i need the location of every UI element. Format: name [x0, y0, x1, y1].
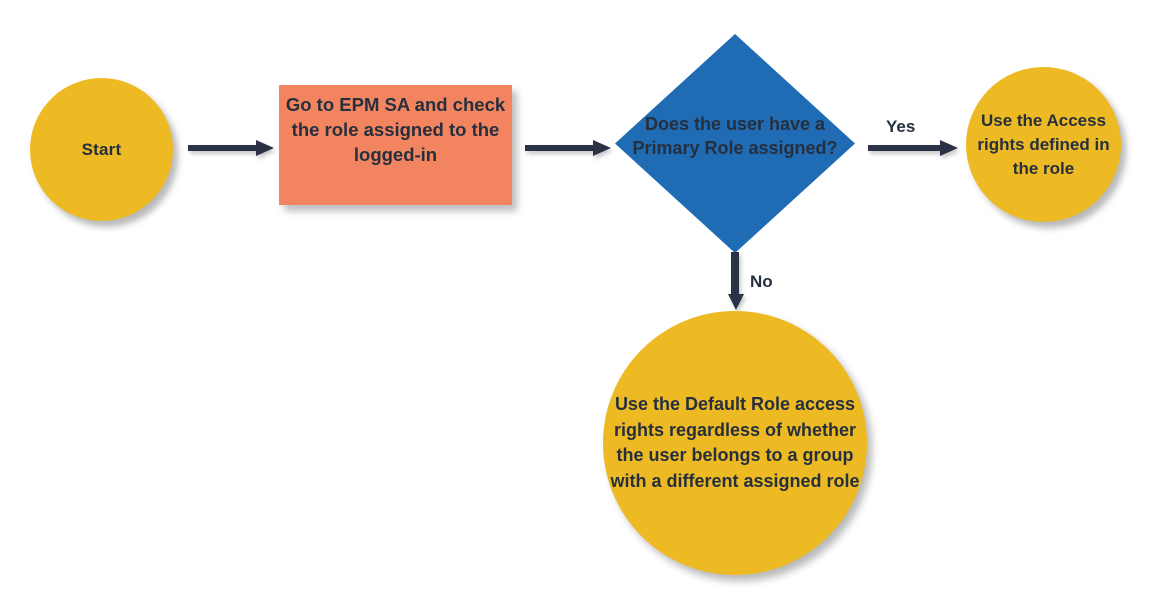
flow-node-process[interactable]: Go to EPM SA and check the role assigned…: [279, 85, 512, 205]
flow-node-no-outcome-label: Use the Default Role access rights regar…: [610, 394, 860, 491]
edge-label-no: No: [750, 272, 773, 291]
flow-node-no-outcome[interactable]: Use the Default Role access rights regar…: [603, 311, 867, 575]
flow-node-yes-outcome[interactable]: Use the Access rights defined in the rol…: [966, 67, 1121, 222]
flow-node-start-label: Start: [81, 139, 122, 159]
edge-start-to-process: [188, 140, 274, 156]
edge-decision-to-no: [728, 252, 744, 310]
edge-label-yes: Yes: [886, 117, 916, 136]
flow-node-yes-outcome-label: Use the Access rights defined in the rol…: [977, 110, 1110, 178]
edge-process-to-decision: [525, 140, 611, 156]
flow-node-decision[interactable]: Does the user have a Primary Role assign…: [615, 34, 855, 253]
edge-decision-to-yes: [868, 140, 958, 156]
flow-node-decision-label: Does the user have a Primary Role assign…: [632, 113, 838, 158]
flow-node-start[interactable]: Start: [30, 78, 173, 221]
flow-node-process-label: Go to EPM SA and check the role assigned…: [285, 94, 506, 165]
